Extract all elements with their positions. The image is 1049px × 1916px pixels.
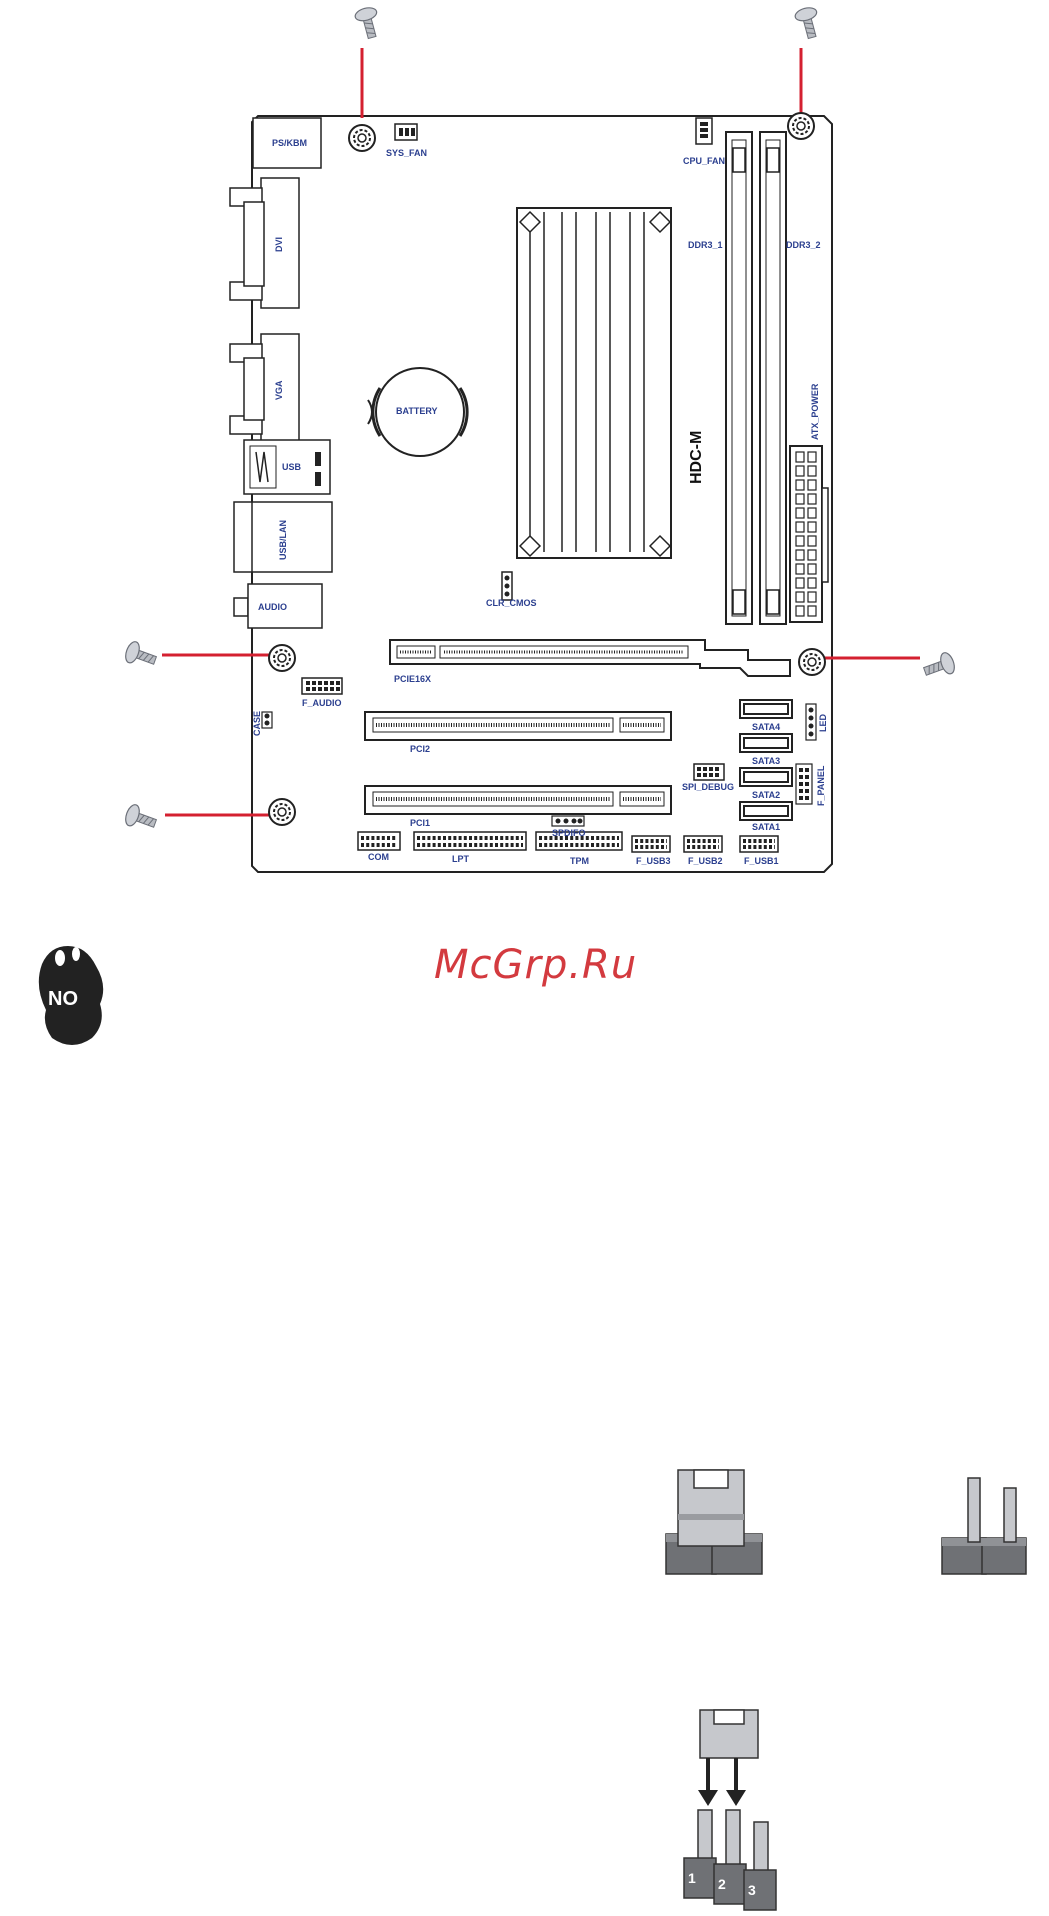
no-icon-text: NO: [48, 988, 78, 1011]
jumper-open-icon: [942, 1478, 1026, 1574]
com-header: [358, 832, 400, 850]
label-audio: AUDIO: [258, 602, 287, 612]
label-sys-fan: SYS_FAN: [386, 148, 427, 158]
f-usb1-header: [740, 836, 778, 852]
pin-number-2: 2: [718, 1876, 726, 1892]
mount-hole: [788, 113, 814, 139]
label-f-audio: F_AUDIO: [302, 698, 342, 708]
vga-port: [244, 358, 264, 420]
label-spi-debug: SPI_DEBUG: [682, 782, 734, 792]
label-usblan: USB/LAN: [278, 520, 288, 560]
lpt-header: [414, 832, 526, 850]
label-vga: VGA: [274, 380, 284, 400]
label-f-usb3: F_USB3: [636, 856, 671, 866]
label-f-usb1: F_USB1: [744, 856, 779, 866]
label-com: COM: [368, 852, 389, 862]
watermark-text: McGrp.Ru: [434, 942, 637, 988]
label-ps2: PS/KBM: [272, 138, 307, 148]
screw-icon: [123, 640, 159, 671]
mount-hole: [349, 125, 375, 151]
label-dvi: DVI: [274, 237, 284, 252]
mount-hole: [269, 645, 295, 671]
label-lpt: LPT: [452, 854, 469, 864]
f-audio-header: [302, 678, 342, 694]
f-panel-header: [796, 764, 812, 804]
screw-icon: [921, 651, 957, 682]
screw-icon: [354, 6, 383, 41]
label-sata1: SATA1: [752, 822, 780, 832]
label-ddr3-2: DDR3_2: [786, 240, 821, 250]
jumper-3pin-icon: [684, 1710, 776, 1910]
f-usb3-header: [632, 836, 670, 852]
label-pcie16x: PCIE16X: [394, 674, 431, 684]
pin-number-3: 3: [748, 1882, 756, 1898]
label-f-panel: F_PANEL: [816, 766, 826, 806]
pin-number-1: 1: [688, 1870, 696, 1886]
f-usb2-header: [684, 836, 722, 852]
label-sata2: SATA2: [752, 790, 780, 800]
label-pci1: PCI1: [410, 818, 430, 828]
screw-icon: [123, 803, 159, 834]
label-cpu-fan: CPU_FAN: [683, 156, 725, 166]
sata4-port: [740, 700, 792, 718]
label-battery: BATTERY: [396, 406, 438, 416]
chipset-heatsink: [517, 208, 671, 558]
label-sata4: SATA4: [752, 722, 780, 732]
mount-hole: [799, 649, 825, 675]
mount-hole: [269, 799, 295, 825]
screw-icon: [794, 6, 823, 41]
label-model: HDC-M: [688, 431, 706, 484]
label-ddr3-1: DDR3_1: [688, 240, 723, 250]
label-sata3: SATA3: [752, 756, 780, 766]
sata1-port: [740, 802, 792, 820]
label-usb: USB: [282, 462, 301, 472]
label-atx-power: ATX_POWER: [810, 384, 820, 440]
sata2-port: [740, 768, 792, 786]
label-tpm: TPM: [570, 856, 589, 866]
label-clr-cmos: CLR_CMOS: [486, 598, 537, 608]
label-f-usb2: F_USB2: [688, 856, 723, 866]
jumper-closed-icon: [666, 1470, 762, 1574]
sata3-port: [740, 734, 792, 752]
dvi-port: [244, 202, 264, 286]
label-led: LED: [818, 714, 828, 732]
label-case: CASE: [252, 711, 262, 736]
atx-power: [790, 446, 822, 622]
label-pci2: PCI2: [410, 744, 430, 754]
label-spdifo: SPDIFO: [552, 828, 586, 838]
